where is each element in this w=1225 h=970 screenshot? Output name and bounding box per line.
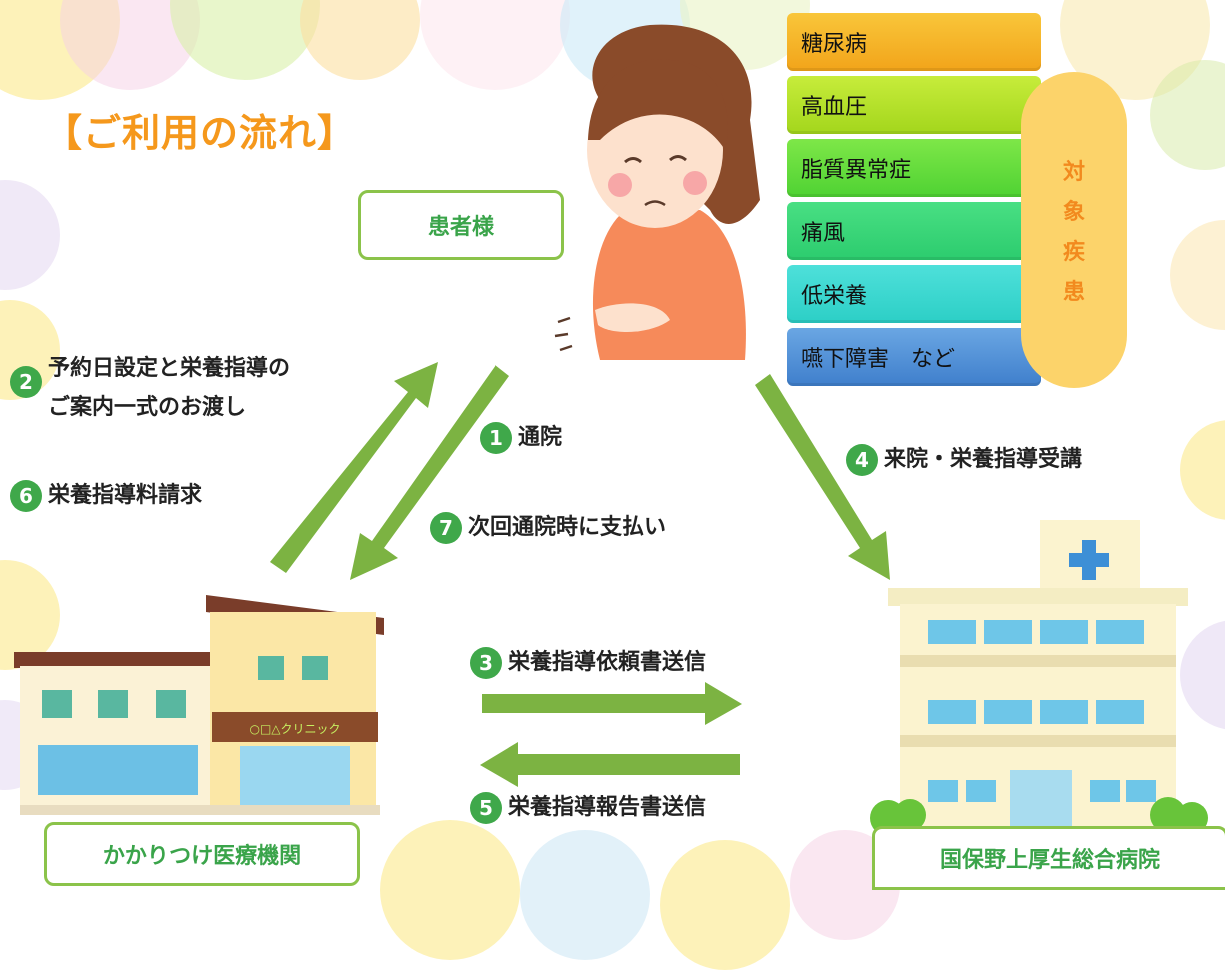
clinic-building: ○□△クリニック bbox=[14, 595, 384, 815]
step-text: 通院 bbox=[518, 425, 563, 450]
hospital-building bbox=[870, 520, 1208, 836]
step-text: 来院・栄養指導受講 bbox=[884, 447, 1083, 472]
step-text: 次回通院時に支払い bbox=[468, 515, 667, 540]
step-number: 7 bbox=[430, 512, 462, 544]
step-1: 1 通院 bbox=[480, 420, 562, 455]
step-text: 栄養指導報告書送信 bbox=[508, 795, 707, 820]
step-text: 予約日設定と栄養指導の bbox=[48, 356, 291, 381]
step-number: 5 bbox=[470, 792, 502, 824]
disease-item: 脂質異常症 bbox=[787, 139, 1041, 197]
patient-illustration bbox=[554, 24, 760, 360]
step-text: 栄養指導依頼書送信 bbox=[508, 650, 707, 675]
step-number: 2 bbox=[10, 366, 42, 398]
step-7: 7 次回通院時に支払い bbox=[430, 510, 666, 545]
hospital-label: 国保野上厚生総合病院 bbox=[872, 826, 1225, 890]
disease-item: 低栄養 bbox=[787, 265, 1041, 323]
patient-label: 患者様 bbox=[358, 190, 564, 260]
step-text: 栄養指導料請求 bbox=[48, 483, 203, 508]
target-diseases-oval: 対 象 疾 患 bbox=[1021, 72, 1127, 388]
step-number: 1 bbox=[480, 422, 512, 454]
flow-graphics: ○□△クリニック bbox=[14, 24, 1208, 836]
arrows bbox=[270, 362, 890, 787]
step-6: 6 栄養指導料請求 bbox=[10, 478, 202, 513]
disease-item: 痛風 bbox=[787, 202, 1041, 260]
step-4: 4 来院・栄養指導受講 bbox=[846, 442, 1082, 477]
clinic-label: かかりつけ医療機関 bbox=[44, 822, 360, 886]
clinic-sign-text: ○□△クリニック bbox=[249, 722, 340, 736]
step-3: 3 栄養指導依頼書送信 bbox=[470, 645, 706, 680]
disease-item: 高血圧 bbox=[787, 76, 1041, 134]
step-text: ご案内一式のお渡し bbox=[48, 394, 247, 420]
step-number: 3 bbox=[470, 647, 502, 679]
step-number: 4 bbox=[846, 444, 878, 476]
page-title: 【ご利用の流れ】 bbox=[44, 111, 357, 155]
disease-item: 嚥下障害 など bbox=[787, 328, 1041, 386]
step-5: 5 栄養指導報告書送信 bbox=[470, 790, 706, 825]
step-2: 2 予約日設定と栄養指導の ご案内一式のお渡し bbox=[10, 350, 290, 427]
disease-item: 糖尿病 bbox=[787, 13, 1041, 71]
step-number: 6 bbox=[10, 480, 42, 512]
